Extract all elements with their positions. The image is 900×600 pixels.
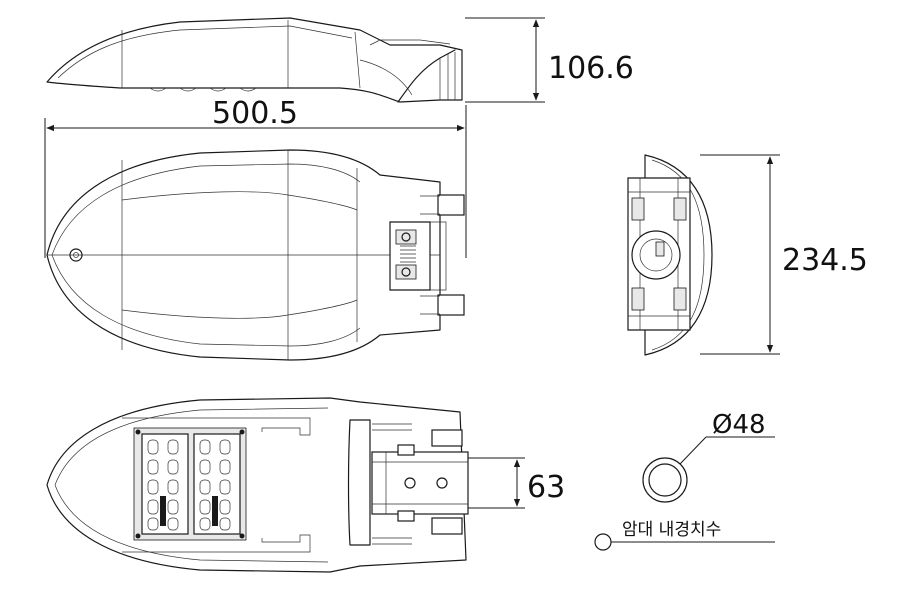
pipe-diameter-detail: Ø48 bbox=[642, 410, 775, 503]
bottom-view: 63 bbox=[46, 397, 565, 573]
width-dimension-label: 234.5 bbox=[782, 243, 868, 278]
legend: 암대 내경치수 bbox=[594, 520, 775, 551]
length-dimension: 500.5 bbox=[44, 96, 467, 258]
side-view: 106.6 bbox=[46, 17, 634, 103]
length-dimension-label: 500.5 bbox=[212, 96, 298, 131]
top-view bbox=[46, 149, 465, 361]
pipe-diameter-label: Ø48 bbox=[712, 410, 766, 440]
height-dimension-label: 106.6 bbox=[548, 51, 634, 86]
bracket-dimension-label: 63 bbox=[527, 470, 565, 505]
legend-label: 암대 내경치수 bbox=[622, 520, 721, 540]
end-view: 234.5 bbox=[627, 154, 868, 356]
led-array bbox=[135, 429, 245, 539]
